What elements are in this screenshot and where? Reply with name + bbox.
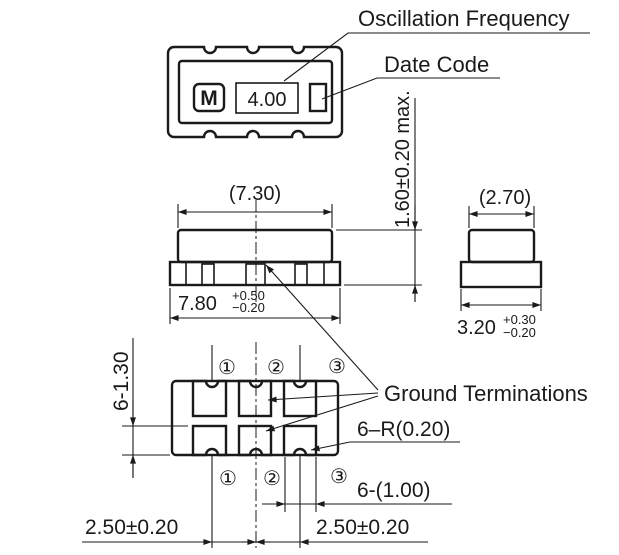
package-body-side <box>176 228 334 264</box>
pad-bottom-1 <box>191 424 228 457</box>
corner-radius-callout: 6–R(0.20) <box>310 418 460 452</box>
ground-leader-side-view <box>265 264 379 391</box>
oscillation-frequency-label: Oscillation Frequency <box>358 6 570 31</box>
package-outline-bottom-view <box>170 379 340 457</box>
length-value: 7.80 <box>178 293 217 315</box>
pad-bottom-3 <box>282 424 318 457</box>
pad-top-1 <box>191 379 228 418</box>
date-code-label: Date Code <box>384 52 489 77</box>
pad-height-text: 6-1.30 <box>110 351 133 411</box>
length-reference-dimension: (7.30) <box>177 183 333 228</box>
frequency-marking-box <box>235 82 299 114</box>
logo-letter: M <box>200 87 218 110</box>
ground-leader-bottom-pad <box>265 395 379 432</box>
ground-terminations-callout: Ground Terminations <box>265 264 588 432</box>
pin-numbers-top: ① ② ③ <box>218 354 346 379</box>
width-reference-dimension: (2.70) <box>468 187 535 228</box>
pin-number-top-3: ③ <box>328 354 346 378</box>
ground-terminations-label: Ground Terminations <box>384 381 588 406</box>
pin-number-top-1: ① <box>218 355 236 379</box>
pitch-left-text: 2.50±0.20 <box>85 516 178 539</box>
pad-bottom-2 <box>237 424 273 457</box>
oscillation-frequency-callout: Oscillation Frequency <box>283 6 590 82</box>
length-dimension: 7.80 +0.50 −0.20 <box>169 288 341 324</box>
pin-number-top-2: ② <box>267 355 285 379</box>
date-code-leader <box>321 77 500 100</box>
pin-numbers-bottom: ① ② ③ <box>219 464 348 490</box>
date-code-callout: Date Code <box>321 52 500 100</box>
pin-number-bottom-1: ① <box>219 466 237 490</box>
package-base-side <box>168 260 342 287</box>
width-lower-tolerance: −0.20 <box>503 325 536 340</box>
width-value: 3.20 <box>457 317 496 339</box>
length-ref-text: (7.30) <box>229 183 281 205</box>
width-upper-tolerance: +0.30 <box>503 312 536 327</box>
side-view-length <box>168 200 342 302</box>
oscillation-frequency-leader <box>283 32 590 82</box>
pad-width-text: 6-(1.00) <box>357 479 431 502</box>
package-lid <box>177 59 334 125</box>
date-code-mark <box>308 82 328 113</box>
corner-radius-leader <box>310 441 351 452</box>
pad-height-dimension: 6-1.30 <box>110 338 188 478</box>
pitch-left-dimension: 2.50±0.20 <box>82 516 270 545</box>
package-outline-top-view <box>166 45 344 139</box>
bottom-view <box>170 342 340 548</box>
corner-radius-label: 6–R(0.20) <box>357 418 450 441</box>
width-dimension: 3.20 +0.30 −0.20 <box>457 289 542 340</box>
pad-width-dimension: 6-(1.00) <box>262 457 452 512</box>
ground-leader-top-pad <box>267 392 379 403</box>
package-base-end <box>459 260 543 289</box>
terminal-left-side <box>201 263 215 286</box>
length-lower-tolerance: −0.20 <box>232 300 265 315</box>
width-ref-text: (2.70) <box>479 187 531 209</box>
height-dimension-text: 1.60±0.20 max. <box>392 90 414 228</box>
top-view: M 4.00 <box>166 45 344 139</box>
pitch-right-text: 2.50±0.20 <box>316 516 409 539</box>
logo-frame <box>192 82 226 113</box>
frequency-marking: 4.00 <box>248 89 287 111</box>
height-dimension: 1.60±0.20 max. <box>336 90 422 302</box>
pitch-right-dimension: 2.50±0.20 <box>242 516 428 545</box>
length-upper-tolerance: +0.50 <box>232 288 265 303</box>
pin-number-bottom-3: ③ <box>330 464 348 488</box>
side-view-width <box>459 228 543 289</box>
terminal-right-side <box>294 263 308 286</box>
package-body-end <box>467 228 536 264</box>
pin-number-bottom-2: ② <box>263 466 281 490</box>
